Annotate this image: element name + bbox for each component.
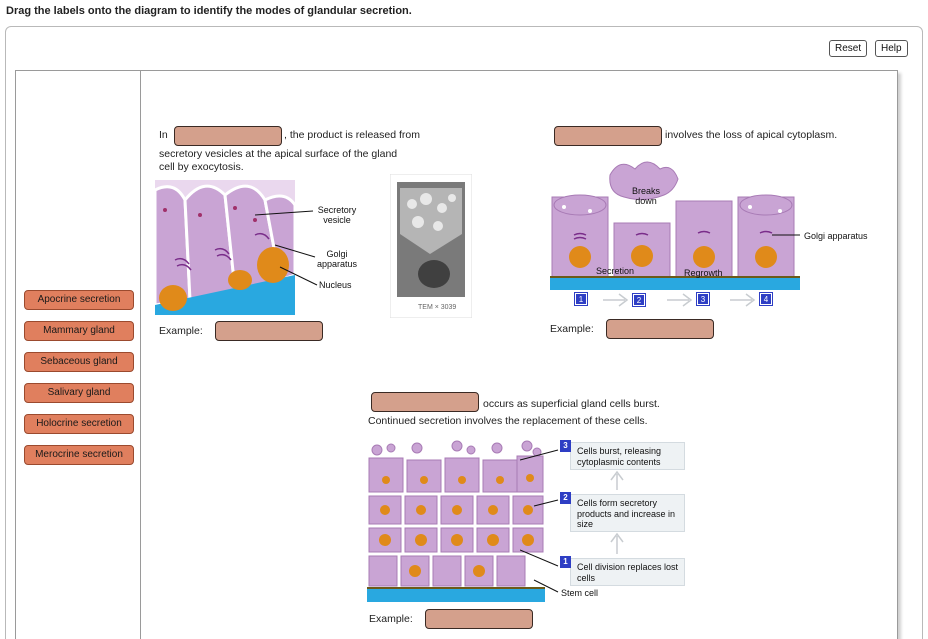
merocrine-leader-lines <box>255 210 318 286</box>
holocrine-step-2-number: 2 <box>560 492 571 504</box>
apocrine-example-label: Example: <box>550 323 594 335</box>
instruction-text: Drag the labels onto the diagram to iden… <box>6 5 412 17</box>
holocrine-step-3-text: Cells burst, releasing cytoplasmic conte… <box>577 446 662 467</box>
merocrine-prefix: In <box>159 129 168 141</box>
apocrine-step-1: 1 <box>574 292 588 306</box>
holocrine-step-3-number: 3 <box>560 440 571 452</box>
apocrine-step-3: 3 <box>696 292 710 306</box>
holocrine-step-3-box: Cells burst, releasing cytoplasmic conte… <box>570 442 685 470</box>
tem-micrograph <box>390 174 472 318</box>
merocrine-line1: , the product is released from <box>284 129 420 141</box>
label-chip-mammary-gland[interactable]: Mammary gland <box>24 321 134 341</box>
merocrine-line3: cell by exocytosis. <box>159 161 244 173</box>
apocrine-step-arrows <box>603 293 756 307</box>
sidebar-divider <box>140 70 141 639</box>
annotation-nucleus: Nucleus <box>319 280 352 290</box>
apocrine-step-4: 4 <box>759 292 773 306</box>
annotation-apocrine-golgi: Golgi apparatus <box>804 231 868 241</box>
drop-target-merocrine-term[interactable] <box>174 126 282 146</box>
annotation-secretion: Secretion <box>596 266 635 276</box>
holocrine-line1: occurs as superficial gland cells burst. <box>483 398 660 410</box>
label-chip-salivary-gland[interactable]: Salivary gland <box>24 383 134 403</box>
holocrine-step-2-box: Cells form secretory products and increa… <box>570 494 685 532</box>
holocrine-step-2-text: Cells form secretory products and increa… <box>577 498 676 529</box>
holocrine-step-1-text: Cell division replaces lost cells <box>577 562 679 583</box>
annotation-stem-cell: Stem cell <box>561 588 599 598</box>
holocrine-example-label: Example: <box>369 613 413 625</box>
drop-target-merocrine-example[interactable] <box>215 321 323 341</box>
merocrine-cell-illustration <box>155 180 295 315</box>
holocrine-step-1-box: Cell division replaces lost cells <box>570 558 685 586</box>
holocrine-leader-lines <box>520 449 559 593</box>
reset-button[interactable]: Reset <box>829 40 868 57</box>
tem-magnification: TEM × 3039 <box>418 304 457 311</box>
merocrine-example-label: Example: <box>159 325 203 337</box>
help-button[interactable]: Help <box>875 40 908 57</box>
drop-target-apocrine-term[interactable] <box>554 126 662 146</box>
apocrine-cell-illustration <box>550 161 800 290</box>
holocrine-gland-illustration <box>367 440 545 605</box>
apocrine-text: involves the loss of apical cytoplasm. <box>665 129 838 141</box>
apocrine-step-2: 2 <box>632 293 646 307</box>
drop-target-holocrine-example[interactable] <box>425 609 533 629</box>
label-chip-merocrine-secretion[interactable]: Merocrine secretion <box>24 445 134 465</box>
annotation-regrowth: Regrowth <box>684 268 723 278</box>
drop-target-apocrine-example[interactable] <box>606 319 714 339</box>
label-chip-apocrine-secretion[interactable]: Apocrine secretion <box>24 290 134 310</box>
label-chip-holocrine-secretion[interactable]: Holocrine secretion <box>24 414 134 434</box>
holocrine-line2: Continued secretion involves the replace… <box>368 415 648 427</box>
drop-target-holocrine-term[interactable] <box>371 392 479 412</box>
holocrine-step-1-number: 1 <box>560 556 571 568</box>
merocrine-line2: secretory vesicles at the apical surface… <box>159 148 398 160</box>
label-chip-sebaceous-gland[interactable]: Sebaceous gland <box>24 352 134 372</box>
holocrine-up-arrows <box>610 470 624 554</box>
